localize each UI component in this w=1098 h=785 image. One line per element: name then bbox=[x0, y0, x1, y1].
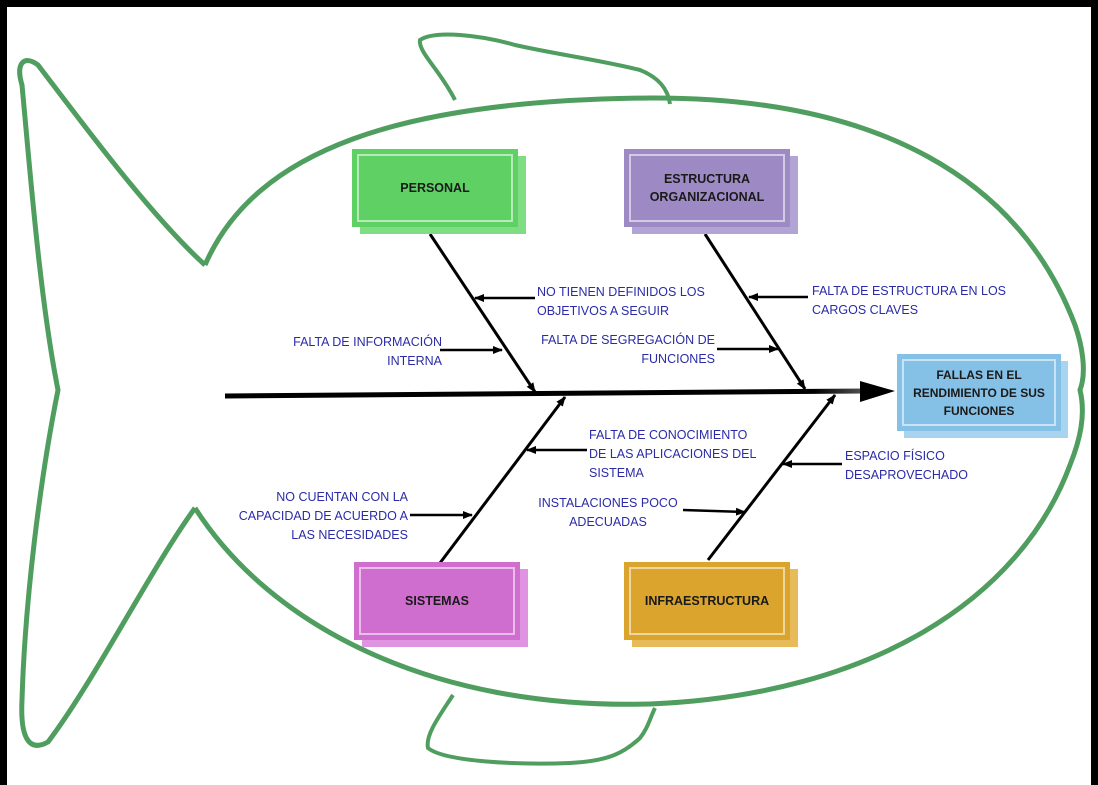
box-inner-border bbox=[359, 567, 515, 635]
cause-infra-1: ESPACIO FÍSICO DESAPROVECHADO bbox=[845, 449, 968, 482]
bottom-fin bbox=[425, 693, 657, 766]
bone-estructura bbox=[703, 233, 807, 390]
category-sistemas: SISTEMAS bbox=[354, 562, 520, 640]
category-estructura-label: ESTRUCTURA ORGANIZACIONAL bbox=[649, 171, 765, 204]
cause-infra-2: INSTALACIONES POCO ADECUADAS bbox=[538, 496, 678, 529]
cause-estructura-2: FALTA DE SEGREGACIÓN DE FUNCIONES bbox=[541, 333, 715, 366]
bone-sistemas bbox=[438, 396, 567, 564]
box-inner-border bbox=[629, 154, 785, 222]
effect-box: FALLAS EN EL RENDIMIENTO DE SUS FUNCIONE… bbox=[897, 354, 1061, 431]
effect-label: FALLAS EN EL RENDIMIENTO DE SUS FUNCIONE… bbox=[913, 367, 1045, 418]
cause-personal-2: FALTA DE INFORMACIÓN INTERNA bbox=[293, 335, 442, 368]
spine-line bbox=[224, 388, 866, 399]
spine-arrowhead bbox=[860, 381, 895, 402]
box-inner-border bbox=[357, 154, 513, 222]
category-infraestructura-label: INFRAESTRUCTURA bbox=[644, 593, 770, 608]
top-fin bbox=[417, 32, 672, 105]
cause-personal-1: NO TIENEN DEFINIDOS LOS OBJETIVOS A SEGU… bbox=[537, 285, 705, 318]
category-personal-label: PERSONAL bbox=[400, 180, 470, 195]
category-infraestructura: INFRAESTRUCTURA bbox=[624, 562, 790, 640]
box-inner-border bbox=[629, 567, 785, 635]
cause-sistemas-2: NO CUENTAN CON LA CAPACIDAD DE ACUERDO A… bbox=[238, 490, 408, 542]
cause-sistemas-1: FALTA DE CONOCIMIENTO DE LAS APLICACIONE… bbox=[589, 428, 757, 480]
category-sistemas-label: SISTEMAS bbox=[405, 593, 469, 608]
bone-infraestructura bbox=[706, 394, 837, 561]
category-personal: PERSONAL bbox=[352, 149, 518, 227]
bone-personal bbox=[428, 233, 537, 393]
category-estructura: ESTRUCTURA ORGANIZACIONAL bbox=[624, 149, 790, 227]
cause-estructura-1: FALTA DE ESTRUCTURA EN LOS CARGOS CLAVES bbox=[812, 284, 1007, 317]
box-inner-border bbox=[902, 359, 1056, 426]
cause-arrow-infra-2 bbox=[682, 507, 746, 516]
fish-tail bbox=[17, 58, 207, 748]
fish-body bbox=[192, 95, 1086, 707]
